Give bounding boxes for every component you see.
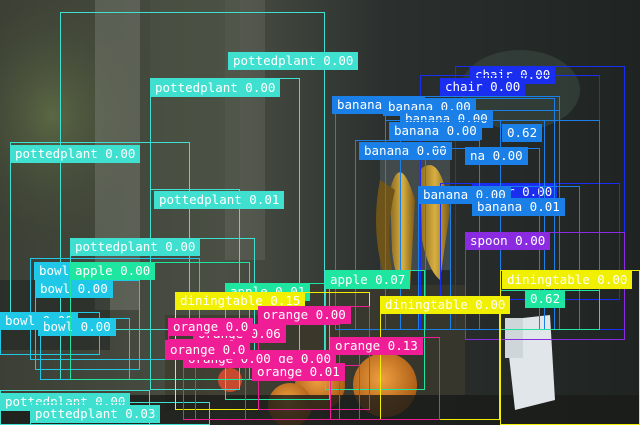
orange-detection-label: orange 0.0 bbox=[168, 318, 254, 336]
chair-detection-label: chair 0.00 bbox=[440, 78, 526, 96]
bowl-detection-label: bowl 0.00 bbox=[38, 318, 116, 336]
diningtable-detection-label: diningtable 0.15 bbox=[175, 292, 306, 310]
bowl-detection-label: bowl 0.00 bbox=[35, 280, 113, 298]
pottedplant-detection-label: pottedplant 0.00 bbox=[10, 145, 141, 163]
orange-detection-label: orange 0.0 bbox=[165, 341, 251, 359]
pottedplant-detection-label: pottedplant 0.03 bbox=[30, 405, 161, 423]
diningtable-detection-label: diningtable 0.00 bbox=[380, 296, 511, 314]
apple-detection-box bbox=[325, 270, 425, 390]
pottedplant-detection-label: pottedplant 0.00 bbox=[228, 52, 359, 70]
banana-detection-label: banana 0.00 bbox=[359, 142, 452, 160]
orange-detection-label: orange 0.00 bbox=[258, 306, 351, 324]
apple-detection-label: 0.62 bbox=[525, 290, 566, 308]
pottedplant-detection-label: pottedplant 0.00 bbox=[150, 79, 281, 97]
diningtable-detection-box bbox=[500, 270, 640, 425]
apple-detection-label: apple 0.07 bbox=[325, 271, 411, 289]
banana-detection-label: 0.62 bbox=[502, 124, 543, 142]
orange-detection-label: orange 0.01 bbox=[252, 363, 345, 381]
pottedplant-detection-label: pottedplant 0.00 bbox=[70, 238, 201, 256]
banana-detection-label: na 0.00 bbox=[465, 147, 528, 165]
apple-detection-label: apple 0.00 bbox=[70, 262, 156, 280]
pottedplant-detection-label: pottedplant 0.01 bbox=[154, 191, 285, 209]
diningtable-detection-label: diningtable 0.00 bbox=[502, 271, 633, 289]
banana-detection-label: banana 0.00 bbox=[389, 122, 482, 140]
banana-detection-label: banana 0.01 bbox=[472, 198, 565, 216]
orange-detection-label: orange 0.13 bbox=[330, 337, 423, 355]
spoon-detection-label: spoon 0.00 bbox=[465, 232, 551, 250]
